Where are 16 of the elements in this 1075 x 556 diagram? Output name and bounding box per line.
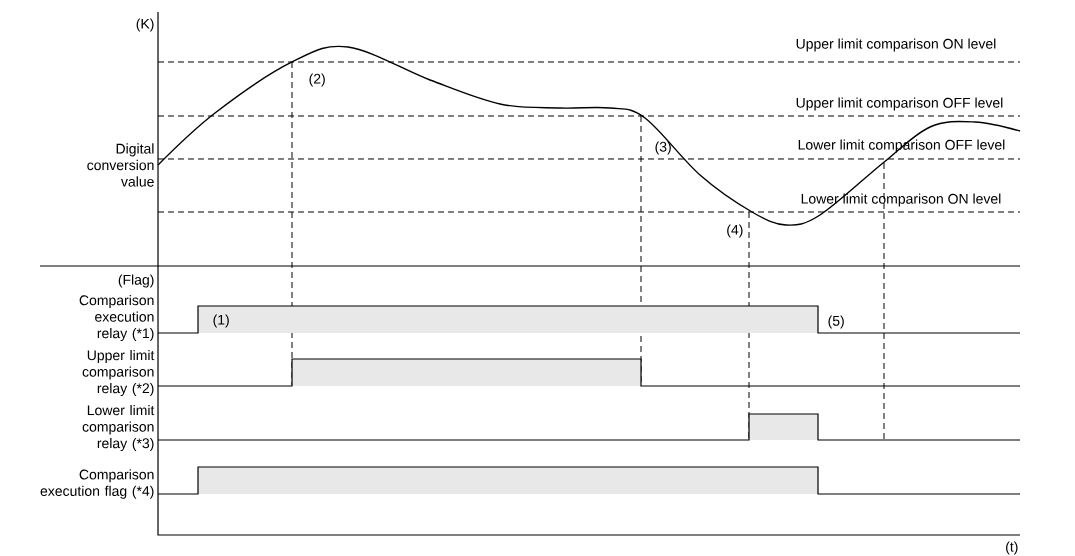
- point-number: (1): [213, 314, 229, 328]
- level-label: Upper limit comparison ON level: [796, 38, 996, 52]
- signal-label: Comparison execution relay (*1): [79, 294, 154, 341]
- point-number: (2): [309, 73, 325, 87]
- level-label: Upper limit comparison OFF level: [796, 97, 1003, 111]
- level-label: Lower limit comparison ON level: [801, 193, 1001, 207]
- signal-label: Lower limit comparison relay (*3): [82, 404, 155, 451]
- axis-label: (Flag): [118, 274, 154, 288]
- point-number: (3): [655, 141, 671, 155]
- axis-label: (t): [1006, 541, 1018, 555]
- point-number: (5): [828, 315, 844, 329]
- axis-label: (K): [136, 18, 154, 32]
- point-number: (4): [727, 224, 743, 238]
- signal-label: Upper limit comparison relay (*2): [82, 349, 155, 396]
- axis-label: Digital conversion value: [87, 143, 154, 187]
- signal-label: Comparison execution flag (*4): [40, 469, 154, 499]
